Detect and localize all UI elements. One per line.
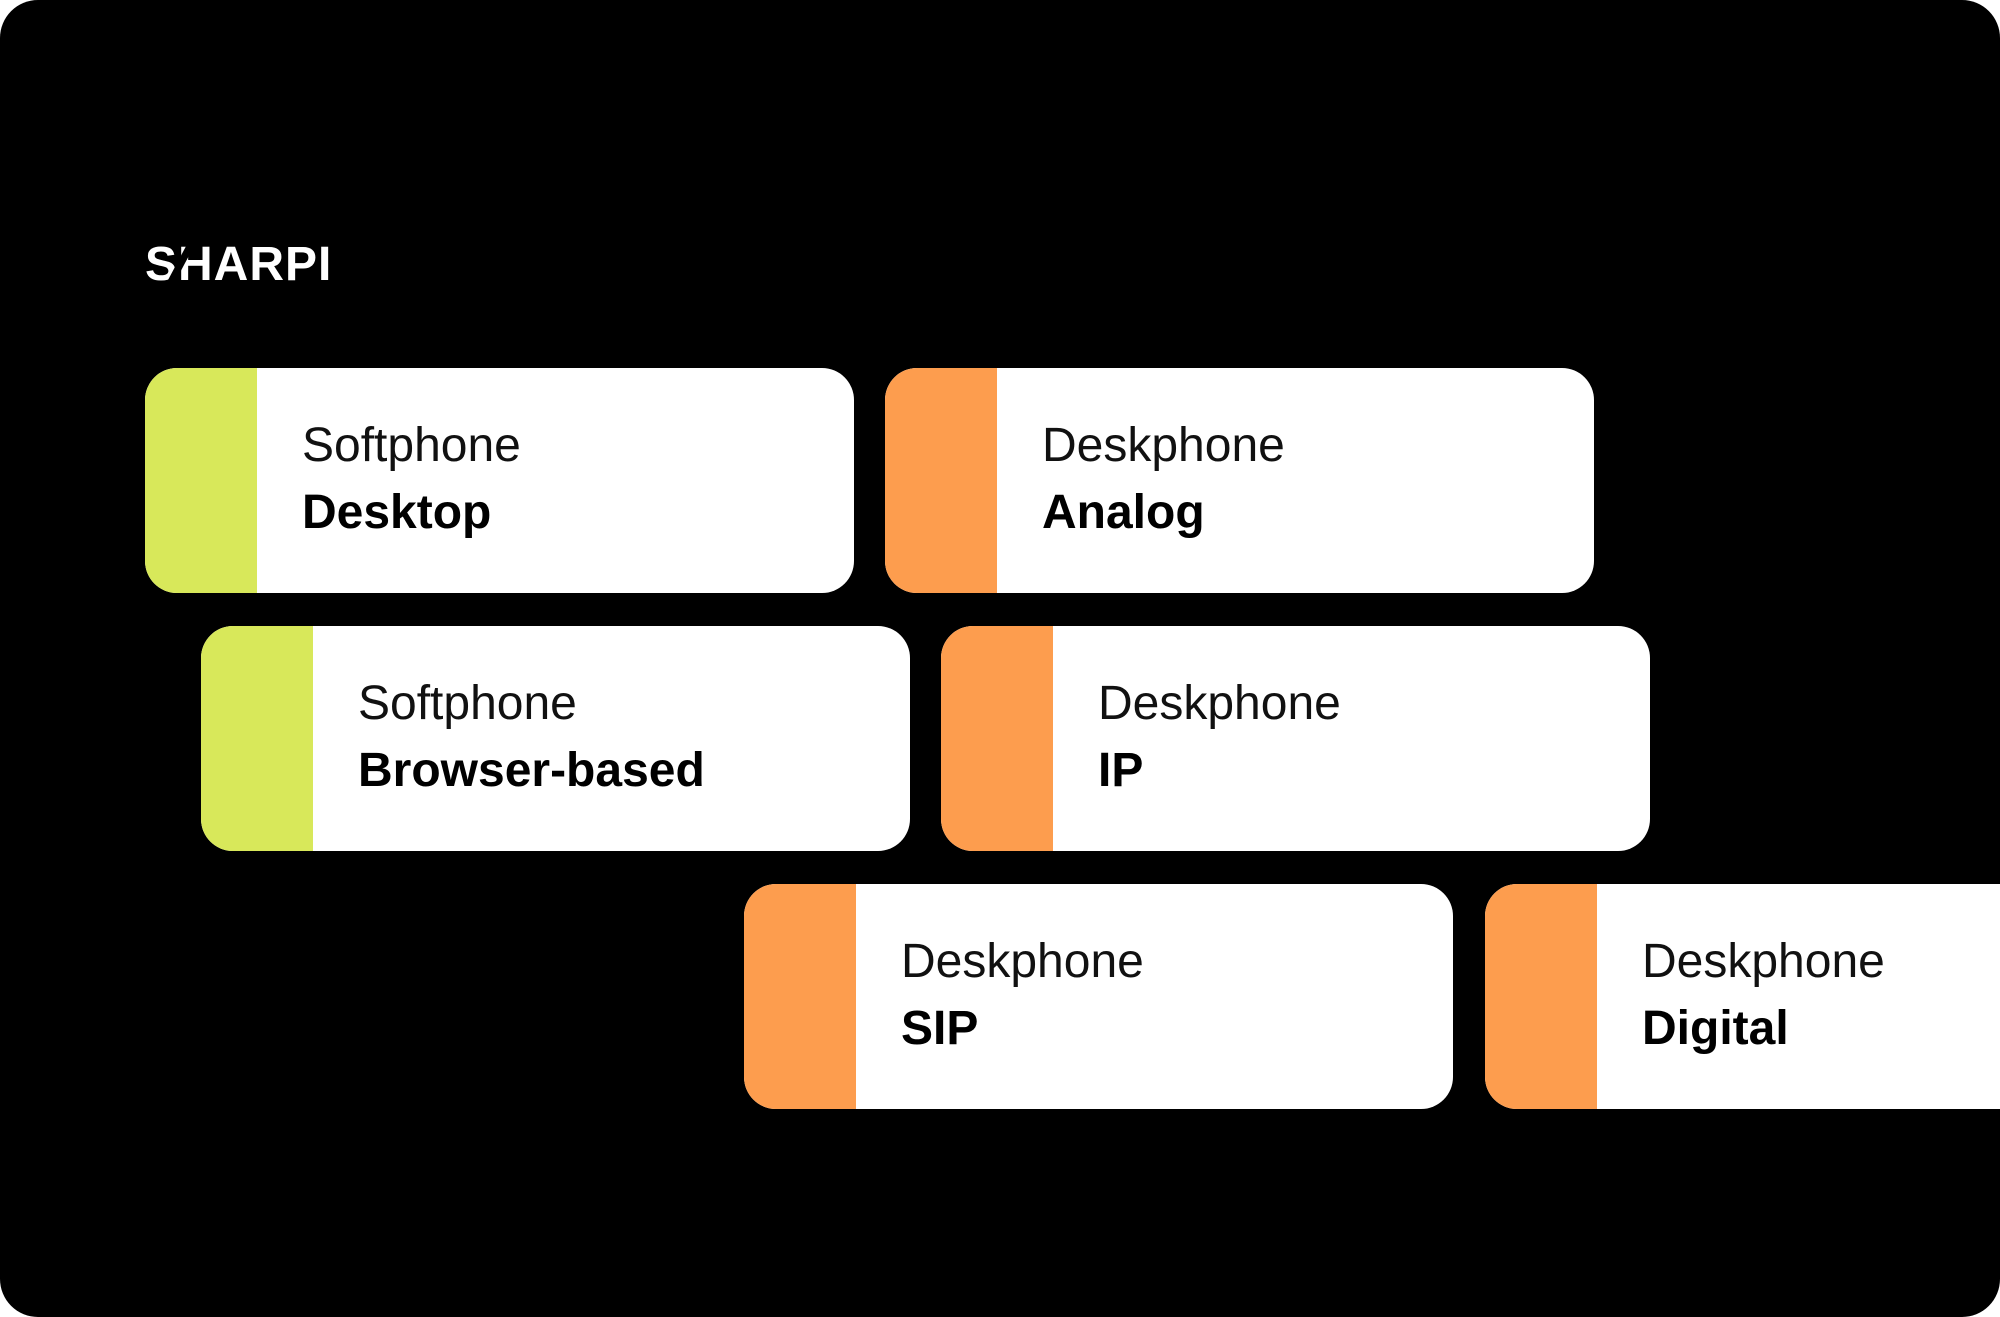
card-kind-label: Softphone [302,419,521,472]
card-deskphone-analog: Deskphone Analog [885,368,1594,593]
card-kind-label: Deskphone [901,935,1144,988]
card-accent-bar [941,626,1053,851]
card-accent-bar [201,626,313,851]
card-variant-label: Digital [1642,1002,1789,1055]
card-variant-label: Browser-based [358,744,705,797]
card-deskphone-digital: Deskphone Digital [1485,884,2000,1109]
card-accent-bar [744,884,856,1109]
card-deskphone-sip: Deskphone SIP [744,884,1453,1109]
card-variant-label: SIP [901,1002,979,1055]
card-softphone-desktop: Softphone Desktop [145,368,854,593]
card-variant-label: IP [1098,744,1144,797]
card-kind-label: Deskphone [1042,419,1285,472]
card-variant-label: Desktop [302,486,492,539]
card-variant-label: Analog [1042,486,1205,539]
card-accent-bar [145,368,257,593]
card-kind-label: Softphone [358,677,577,730]
card-softphone-browser-based: Softphone Browser-based [201,626,910,851]
card-kind-label: Deskphone [1642,935,1885,988]
card-accent-bar [885,368,997,593]
card-deskphone-ip: Deskphone IP [941,626,1650,851]
sharpi-logo: SHARPI [145,240,332,290]
card-accent-bar [1485,884,1597,1109]
card-kind-label: Deskphone [1098,677,1341,730]
